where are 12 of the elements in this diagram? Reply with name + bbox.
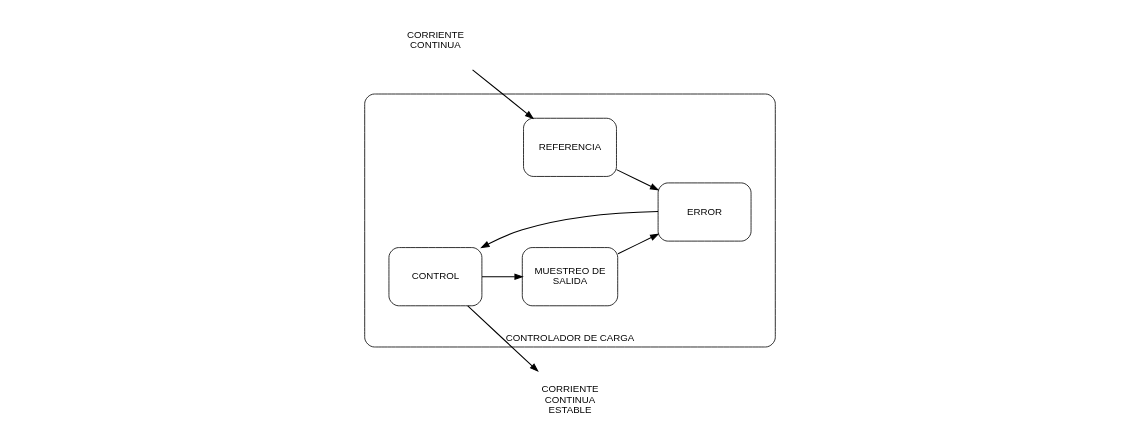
node-text: CORRIENTE CONTINUA ESTABLE — [541, 383, 599, 416]
node-box: CONTROL — [388, 247, 483, 307]
arrow — [616, 169, 660, 191]
node-box: MUESTREO DE SALIDA — [521, 247, 619, 307]
arrow — [617, 233, 660, 255]
node-text: CORRIENTE CONTINUA — [406, 28, 464, 51]
arrow — [467, 305, 539, 373]
arrow — [480, 210, 659, 249]
node-box: REFERENCIA — [523, 117, 617, 177]
arrow — [472, 69, 535, 120]
arrow — [481, 273, 524, 280]
node-box: ERROR — [657, 182, 752, 242]
